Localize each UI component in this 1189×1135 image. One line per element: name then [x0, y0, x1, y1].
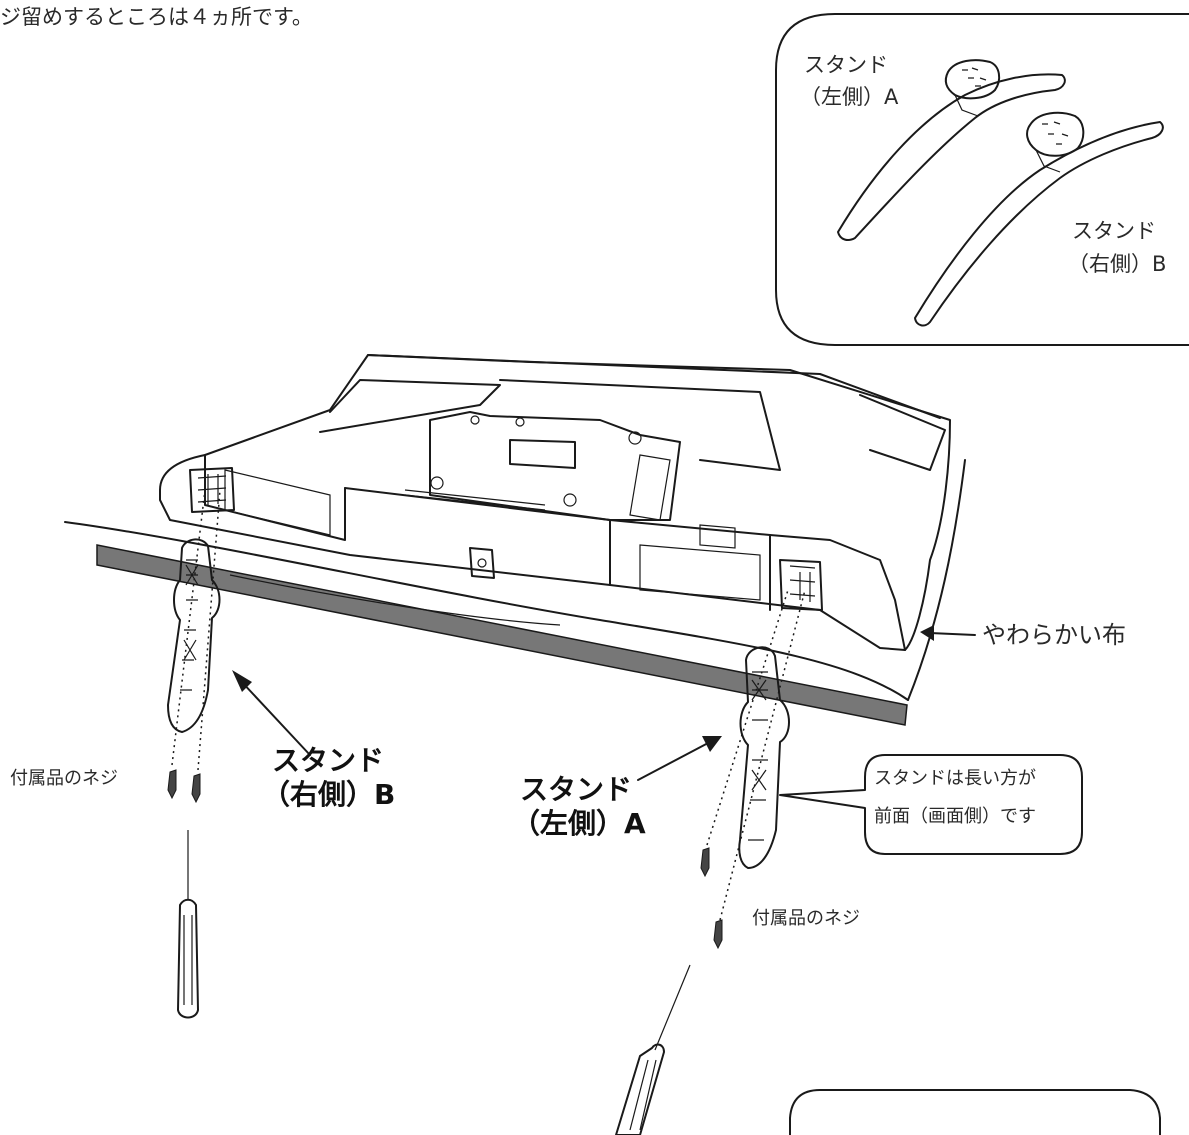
- stand-b-label-1: スタンド: [272, 744, 385, 777]
- screw-guide-lines: [171, 489, 806, 921]
- stand-a-label-1: スタンド: [520, 773, 633, 806]
- arrow-soft-cloth: [920, 625, 976, 641]
- callout-text-1: スタンドは長い方が: [874, 768, 1036, 789]
- left-mount-bracket: [189, 467, 235, 513]
- stand-a-part: [738, 646, 790, 869]
- screwdriver-right: [615, 964, 691, 1135]
- arrow-stand-a: [637, 736, 722, 781]
- next-step-box: [789, 1089, 1161, 1135]
- inset-frame: [775, 13, 1189, 346]
- inset-stand-a-label-2: （左側）A: [800, 85, 899, 109]
- soft-cloth: [64, 459, 966, 726]
- inset-stand-a: [837, 59, 1066, 241]
- callout-text-2: 前面（画面側）です: [874, 806, 1036, 827]
- soft-cloth-label: やわらかい布: [982, 621, 1126, 649]
- inset-stand-b: [914, 111, 1164, 327]
- inset-stand-b-label-1: スタンド: [1072, 219, 1156, 243]
- inset-stand-b-label-2: （右側）B: [1068, 252, 1167, 276]
- inset-stand-a-label-1: スタンド: [804, 53, 888, 77]
- stand-b-label-2: （右側）B: [262, 778, 396, 811]
- screws-right-label: 付属品のネジ: [752, 908, 860, 929]
- screws-right: [700, 847, 723, 950]
- screwdriver-left: [177, 830, 199, 1019]
- screws-left-label: 付属品のネジ: [10, 768, 118, 789]
- arrow-stand-b: [232, 670, 311, 756]
- tv-body: [159, 354, 951, 651]
- stand-b-part: [167, 538, 221, 733]
- callout-bubble: [779, 754, 1083, 855]
- right-mount-bracket: [779, 559, 823, 611]
- stand-a-label-2: （左側）A: [512, 807, 646, 840]
- screws-left: [167, 769, 201, 804]
- header-note: ジ留めするところは４ヵ所です。: [0, 5, 313, 29]
